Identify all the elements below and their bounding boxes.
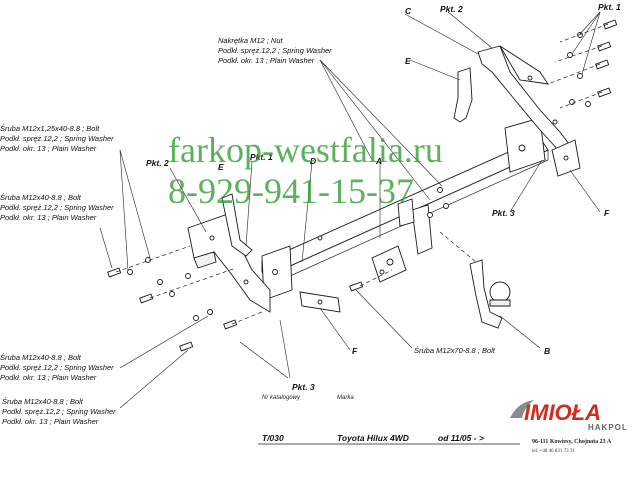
label-pkt2-left: Pkt. 2 xyxy=(146,158,169,168)
company-address: 96-111 Kowiesy, Chojnata 23 A xyxy=(532,439,612,445)
brand-logo: IMIOŁA HAKPOL xyxy=(510,400,628,432)
svg-text:Podkł. spręż.12,2 ; Spring Was: Podkł. spręż.12,2 ; Spring Washer xyxy=(0,203,114,212)
svg-text:Śruba M12x1,25x40-8.8 ; Bolt: Śruba M12x1,25x40-8.8 ; Bolt xyxy=(0,124,100,133)
label-pkt3-bottom: Pkt. 3 xyxy=(292,382,315,392)
svg-text:Podkł. okr. 13 ; Plain Washer: Podkł. okr. 13 ; Plain Washer xyxy=(0,144,97,153)
footer-brand-label: Marka xyxy=(337,395,354,401)
part-letter-E-left: E xyxy=(218,162,224,172)
svg-text:HAKPOL: HAKPOL xyxy=(588,423,628,432)
label-nut-block: Nakrętka M12 ; Nut Podkł. spręż.12,2 ; S… xyxy=(218,36,332,65)
tow-ball-neck xyxy=(469,259,511,329)
svg-text:Podkł. spręż.12,2 ; Spring Was: Podkł. spręż.12,2 ; Spring Washer xyxy=(0,363,114,372)
svg-text:Podkł. okr. 13 ; Plain Washer: Podkł. okr. 13 ; Plain Washer xyxy=(0,373,97,382)
svg-text:Śruba M12x40-8.8 ; Bolt: Śruba M12x40-8.8 ; Bolt xyxy=(0,353,82,362)
leader-lines xyxy=(99,11,601,409)
center-mount-bracket xyxy=(397,198,433,255)
watermark-phone: 8-929-941-15-37 xyxy=(168,171,414,211)
footer-catalog-label: Nr katalogowy xyxy=(262,395,301,401)
part-letter-F-right: F xyxy=(604,208,610,218)
label-bolt-block-3: Śruba M12x40-8.8 ; Bolt Podkł. spręż.12,… xyxy=(0,353,114,382)
socket-plate xyxy=(371,245,407,283)
svg-text:Podkł. spręż.12,2 ; Spring Was: Podkł. spręż.12,2 ; Spring Washer xyxy=(2,407,116,416)
svg-text:Podkł. spręż.12,2 ; Spring Was: Podkł. spręż.12,2 ; Spring Washer xyxy=(218,46,332,55)
svg-text:Podkł. spręż.12,2 ; Spring Was: Podkł. spręż.12,2 ; Spring Washer xyxy=(0,134,114,143)
label-bolt-block-1: Śruba M12x1,25x40-8.8 ; Bolt Podkł. sprę… xyxy=(0,124,114,153)
label-bolt-m12x70: Śruba M12x70-8.8 ; Bolt xyxy=(414,346,496,355)
bolts-center xyxy=(317,187,477,292)
bolts-left xyxy=(107,245,263,352)
svg-text:Podkł. okr. 13 ; Plain Washer: Podkł. okr. 13 ; Plain Washer xyxy=(218,56,315,65)
part-letter-F-bottom: F xyxy=(352,346,358,356)
bracket-E-right xyxy=(453,67,473,123)
svg-text:Podkł. okr. 13 ; Plain Washer: Podkł. okr. 13 ; Plain Washer xyxy=(0,213,97,222)
bracket-E-left xyxy=(221,193,253,257)
footer-model: Toyota Hilux 4WD xyxy=(337,433,409,443)
footer-catalog-value: T/030 xyxy=(262,433,284,443)
plate-F-right xyxy=(551,139,581,177)
label-pkt1-mid: Pkt. 1 xyxy=(250,152,273,162)
svg-text:Podkł. okr. 13 ; Plain Washer: Podkł. okr. 13 ; Plain Washer xyxy=(2,417,99,426)
part-letter-A: A xyxy=(375,156,382,166)
part-letter-D: D xyxy=(310,156,316,166)
part-letter-B: B xyxy=(544,346,550,356)
part-letter-E-right: E xyxy=(405,56,411,66)
label-pkt1-top: Pkt. 1 xyxy=(598,2,621,12)
footer-date: od 11/05 - > xyxy=(438,433,484,443)
part-letter-C: C xyxy=(405,6,412,16)
label-bolt-block-4: Śruba M12x40-8.8 ; Bolt Podkł. spręż.12,… xyxy=(2,397,116,426)
company-phone: tel. +48 46 831 73 31 xyxy=(532,449,575,454)
label-pkt2-top: Pkt. 2 xyxy=(440,4,463,14)
svg-text:Nakrętka M12 ; Nut: Nakrętka M12 ; Nut xyxy=(218,36,284,45)
label-bolt-block-2: Śruba M12x40-8.8 ; Bolt Podkł. spręż.12,… xyxy=(0,193,114,222)
svg-text:IMIOŁA: IMIOŁA xyxy=(524,400,601,425)
bolts-top-right xyxy=(547,19,618,109)
footer-block: Nr katalogowy Marka T/030 Toyota Hilux 4… xyxy=(258,395,520,445)
plate-F-bottom xyxy=(299,291,341,313)
logo-swoosh-icon xyxy=(510,400,534,418)
svg-text:Śruba M12x40-8.8 ; Bolt: Śruba M12x40-8.8 ; Bolt xyxy=(2,397,84,406)
svg-text:Śruba M12x40-8.8 ; Bolt: Śruba M12x40-8.8 ; Bolt xyxy=(0,193,82,202)
label-pkt3-right: Pkt. 3 xyxy=(492,208,515,218)
watermark-site: farkop-westfalia.ru xyxy=(168,130,443,170)
